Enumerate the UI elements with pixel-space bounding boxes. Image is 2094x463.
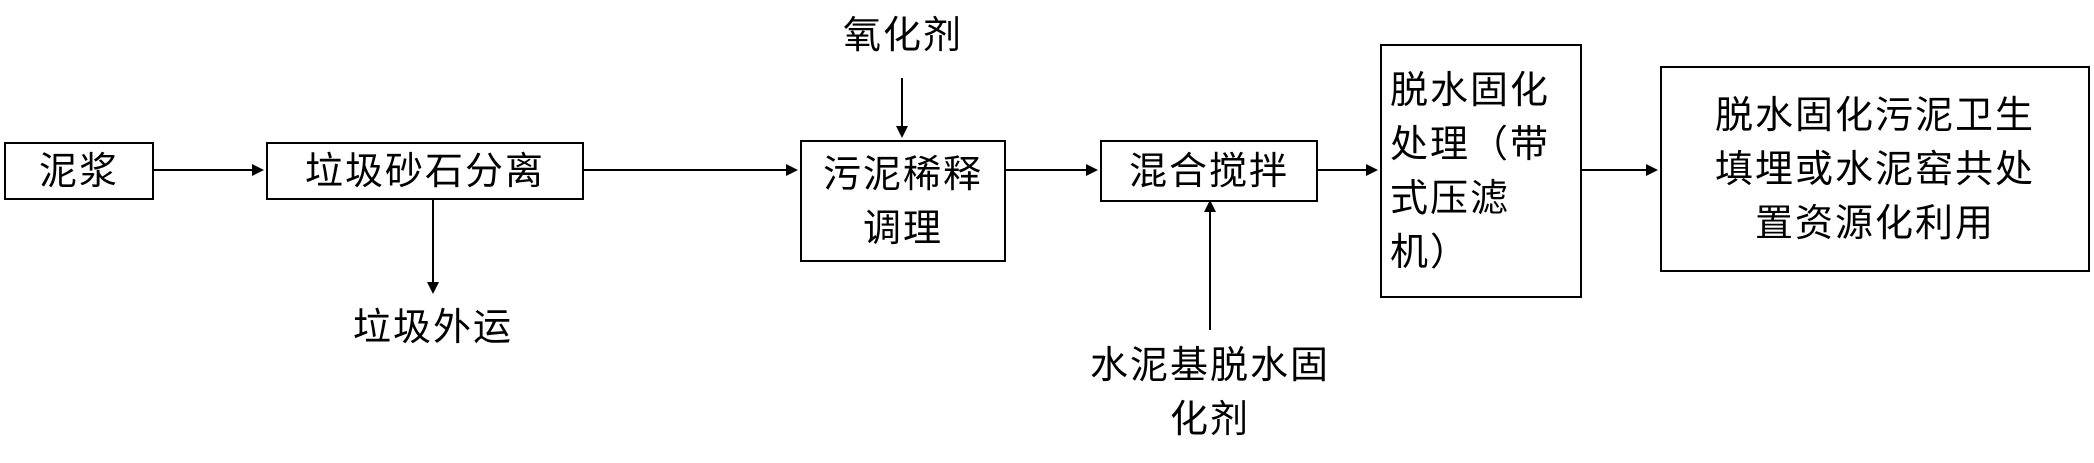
node-final-disposal: 脱水固化污泥卫生 填埋或水泥窑共处 置资源化利用	[1660, 66, 2090, 272]
input-cement-agent-line2: 化剂	[1169, 397, 1250, 441]
node-mud-label: 泥浆	[38, 149, 119, 193]
node-dewatering-line3: 式压滤	[1390, 176, 1511, 220]
node-mixing: 混合搅拌	[1100, 140, 1318, 202]
node-mixing-label: 混合搅拌	[1128, 149, 1289, 193]
node-final-line3: 置资源化利用	[1754, 201, 1995, 245]
node-dewatering-line2: 处理（带	[1390, 122, 1551, 166]
node-garbage-separation: 垃圾砂石分离	[266, 142, 584, 200]
input-cement-agent-line1: 水泥基脱水固	[1089, 343, 1330, 387]
node-dewatering-line1: 脱水固化	[1390, 68, 1551, 112]
node-dewatering: 脱水固化 处理（带 式压滤 机）	[1380, 44, 1582, 298]
input-cement-agent: 水泥基脱水固 化剂	[1060, 338, 1360, 446]
output-garbage-out: 垃圾外运	[352, 305, 513, 349]
node-garbage-separation-label: 垃圾砂石分离	[304, 149, 545, 193]
node-final-line1: 脱水固化污泥卫生	[1714, 93, 2035, 137]
node-dewatering-line4: 机）	[1390, 230, 1471, 274]
input-oxidant: 氧化剂	[842, 13, 963, 57]
node-mud: 泥浆	[4, 142, 154, 200]
node-sludge-dilution-line2: 调理	[862, 206, 943, 250]
node-final-line2: 填埋或水泥窑共处	[1714, 147, 2035, 191]
node-sludge-dilution: 污泥稀释 调理	[800, 140, 1006, 262]
node-sludge-dilution-line1: 污泥稀释	[822, 152, 983, 196]
